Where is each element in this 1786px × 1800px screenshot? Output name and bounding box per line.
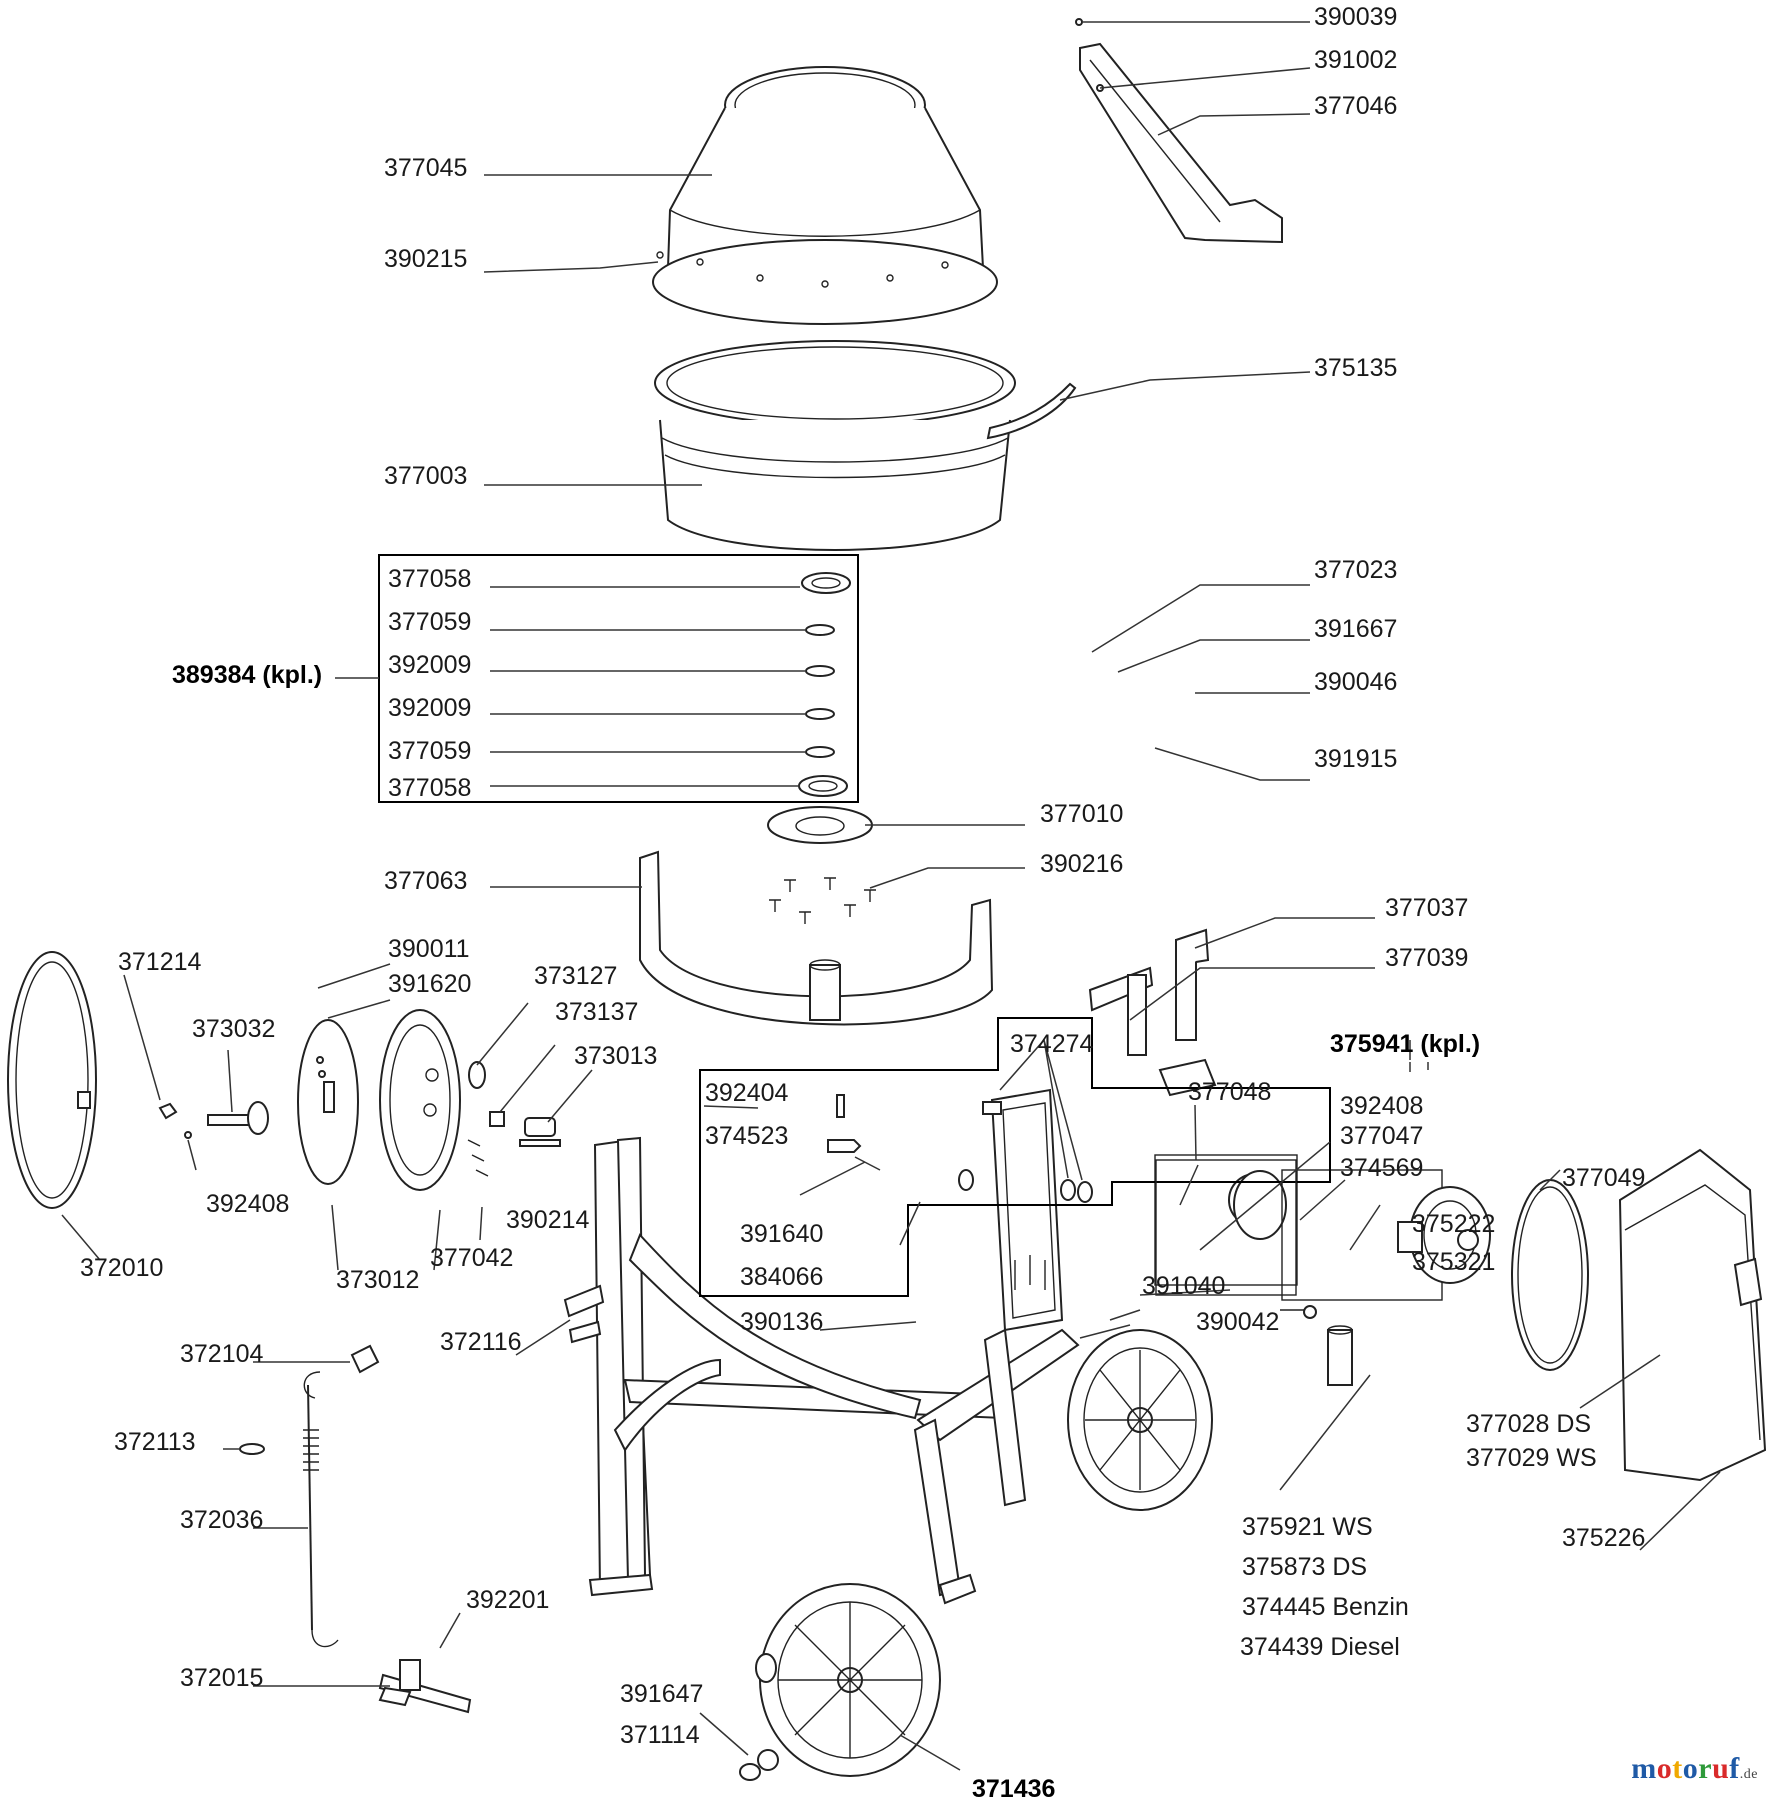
lever-assembly-drawing (239, 1344, 472, 1714)
leader-lines (61, 21, 1721, 1771)
main-frame-drawing (563, 1136, 1080, 1605)
label-391915: 391915 (1314, 745, 1397, 773)
label-371114: 371114 (620, 1721, 700, 1749)
yoke-drawing (639, 850, 994, 1026)
label-377042: 377042 (430, 1244, 513, 1272)
label-392201: 392201 (466, 1586, 549, 1614)
label-374569: 374569 (1340, 1154, 1423, 1182)
label-377058-bottom: 377058 (388, 774, 471, 802)
label-390042: 390042 (1196, 1308, 1279, 1336)
label-374523: 374523 (705, 1122, 788, 1150)
label-390215: 390215 (384, 245, 467, 273)
drum-lower-drawing (654, 340, 1077, 551)
label-377048: 377048 (1188, 1078, 1271, 1106)
label-373013: 373013 (574, 1042, 657, 1070)
bracket-drawing (1088, 928, 1210, 1056)
label-377059-top: 377059 (388, 608, 471, 636)
label-391667: 391667 (1314, 615, 1397, 643)
label-372116: 372116 (440, 1328, 522, 1356)
label-390136: 390136 (740, 1308, 823, 1336)
brand-wordmark: motoruf (1631, 1752, 1740, 1786)
chute-drawing (1075, 18, 1283, 244)
label-390216: 390216 (1040, 850, 1123, 878)
motor-assembly-drawing (1154, 1058, 1491, 1386)
label-372010: 372010 (80, 1254, 163, 1282)
label-377059-bottom: 377059 (388, 737, 471, 765)
flange-and-bolts (767, 806, 876, 924)
label-377045: 377045 (384, 154, 467, 182)
wheels-drawing (739, 1329, 1213, 1781)
label-373032: 373032 (192, 1015, 275, 1043)
label-372113: 372113 (114, 1428, 196, 1456)
label-377037: 377037 (1385, 894, 1468, 922)
brand-letter: u (1712, 1752, 1730, 1785)
clutch-subbox (1155, 1159, 1297, 1296)
gearbox-frame-drawing (827, 1088, 1093, 1332)
label-377023: 377023 (1314, 556, 1397, 584)
label-377049: 377049 (1562, 1164, 1645, 1192)
part-labels: 390039 391002 377046 377045 390215 37513… (80, 3, 1645, 1800)
brand-letter: f (1729, 1752, 1740, 1785)
drum-upper-drawing (652, 66, 998, 325)
label-384066: 384066 (740, 1263, 823, 1291)
label-375321: 375321 (1412, 1248, 1495, 1276)
label-390214: 390214 (506, 1206, 590, 1234)
brand-letter: t (1672, 1752, 1683, 1785)
label-390011: 390011 (388, 935, 470, 963)
label-391647: 391647 (620, 1680, 703, 1708)
handwheel-drawing (7, 951, 97, 1209)
label-372036: 372036 (180, 1506, 263, 1534)
label-373012: 373012 (336, 1266, 419, 1294)
label-377058-top: 377058 (388, 565, 471, 593)
label-373127: 373127 (534, 962, 617, 990)
label-375921-ws: 375921 WS (1242, 1513, 1373, 1541)
label-391640: 391640 (740, 1220, 823, 1248)
label-392408-kit: 392408 (1340, 1092, 1423, 1120)
label-377010: 377010 (1040, 800, 1123, 828)
label-392009-top: 392009 (388, 651, 471, 679)
label-389384-kpl: 389384 (kpl.) (172, 661, 322, 689)
label-374445-benzin: 374445 Benzin (1242, 1593, 1409, 1621)
label-375873-ds: 375873 DS (1242, 1553, 1367, 1581)
label-374274: 374274 (1010, 1030, 1094, 1058)
label-377003: 377003 (384, 462, 467, 490)
label-391002: 391002 (1314, 46, 1397, 74)
label-391040: 391040 (1142, 1272, 1225, 1300)
label-377039: 377039 (1385, 944, 1468, 972)
label-375226: 375226 (1562, 1524, 1645, 1552)
label-377063: 377063 (384, 867, 467, 895)
label-375941-kpl: 375941 (kpl.) (1330, 1030, 1480, 1058)
label-392408-hub: 392408 (206, 1190, 289, 1218)
label-372104: 372104 (180, 1340, 264, 1368)
label-377028-ds: 377028 DS (1466, 1410, 1591, 1438)
label-392404: 392404 (705, 1079, 789, 1107)
brand-letter: r (1698, 1752, 1713, 1785)
brand-letter: o (1656, 1752, 1673, 1785)
label-375222: 375222 (1412, 1210, 1495, 1238)
brand-tld: .de (1739, 1767, 1758, 1782)
label-375135: 375135 (1314, 354, 1397, 382)
brand-letter: o (1682, 1752, 1699, 1785)
motoruf-logo: motoruf.de (1631, 1752, 1758, 1786)
label-390046: 390046 (1314, 668, 1397, 696)
label-377029-ws: 377029 WS (1466, 1444, 1597, 1472)
label-372015: 372015 (180, 1664, 263, 1692)
clutch-kit-box (699, 1017, 1331, 1297)
label-374439-diesel: 374439 Diesel (1240, 1633, 1400, 1661)
label-373137: 373137 (555, 998, 638, 1026)
label-377046: 377046 (1314, 92, 1397, 120)
label-371214: 371214 (118, 948, 202, 976)
label-392009-bottom: 392009 (388, 694, 471, 722)
hub-parts-drawing (158, 1009, 561, 1191)
bearing-kit-rings (798, 572, 851, 797)
label-390039: 390039 (1314, 3, 1397, 31)
label-391620: 391620 (388, 970, 471, 998)
brand-letter: m (1631, 1752, 1657, 1785)
label-371436: 371436 (972, 1775, 1055, 1800)
cover-drawing (1511, 1148, 1767, 1482)
label-377047: 377047 (1340, 1122, 1423, 1150)
